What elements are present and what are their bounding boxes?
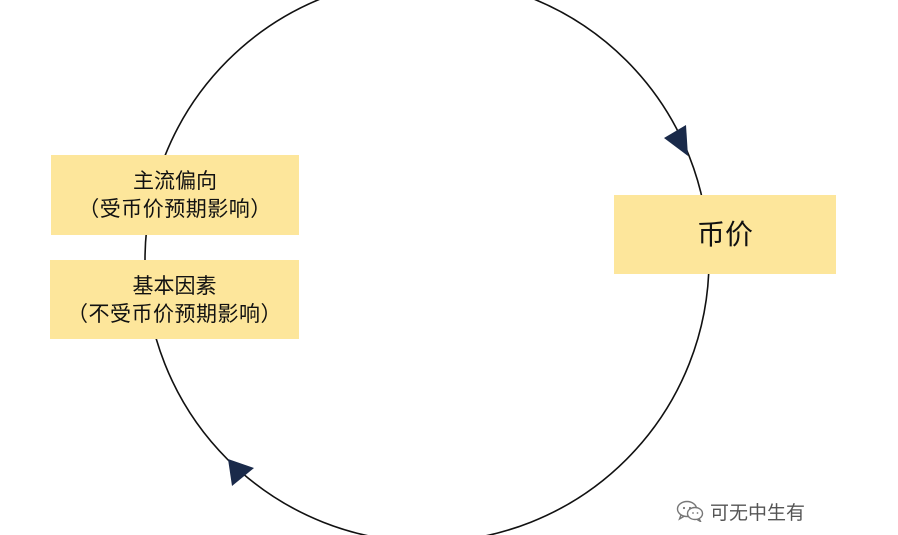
watermark-text: 可无中生有 (710, 501, 806, 524)
wechat-icon (676, 500, 704, 522)
mainstream-bias-subtitle: （受币价预期影响） (78, 197, 272, 221)
arrowhead-lower-left (228, 459, 254, 486)
arrowhead-upper-right (664, 125, 688, 156)
fundamentals-title: 基本因素 (132, 273, 217, 298)
mainstream-bias-box: 主流偏向 （受币价预期影响） (51, 155, 299, 235)
mainstream-bias-title: 主流偏向 (133, 169, 217, 193)
fundamentals-subtitle: （不受币价预期影响） (67, 301, 282, 326)
fundamentals-box: 基本因素 （不受币价预期影响） (50, 260, 299, 339)
coin-price-label: 币价 (696, 217, 753, 251)
coin-price-box: 币价 (614, 195, 836, 274)
watermark: 可无中生有 (676, 498, 805, 524)
